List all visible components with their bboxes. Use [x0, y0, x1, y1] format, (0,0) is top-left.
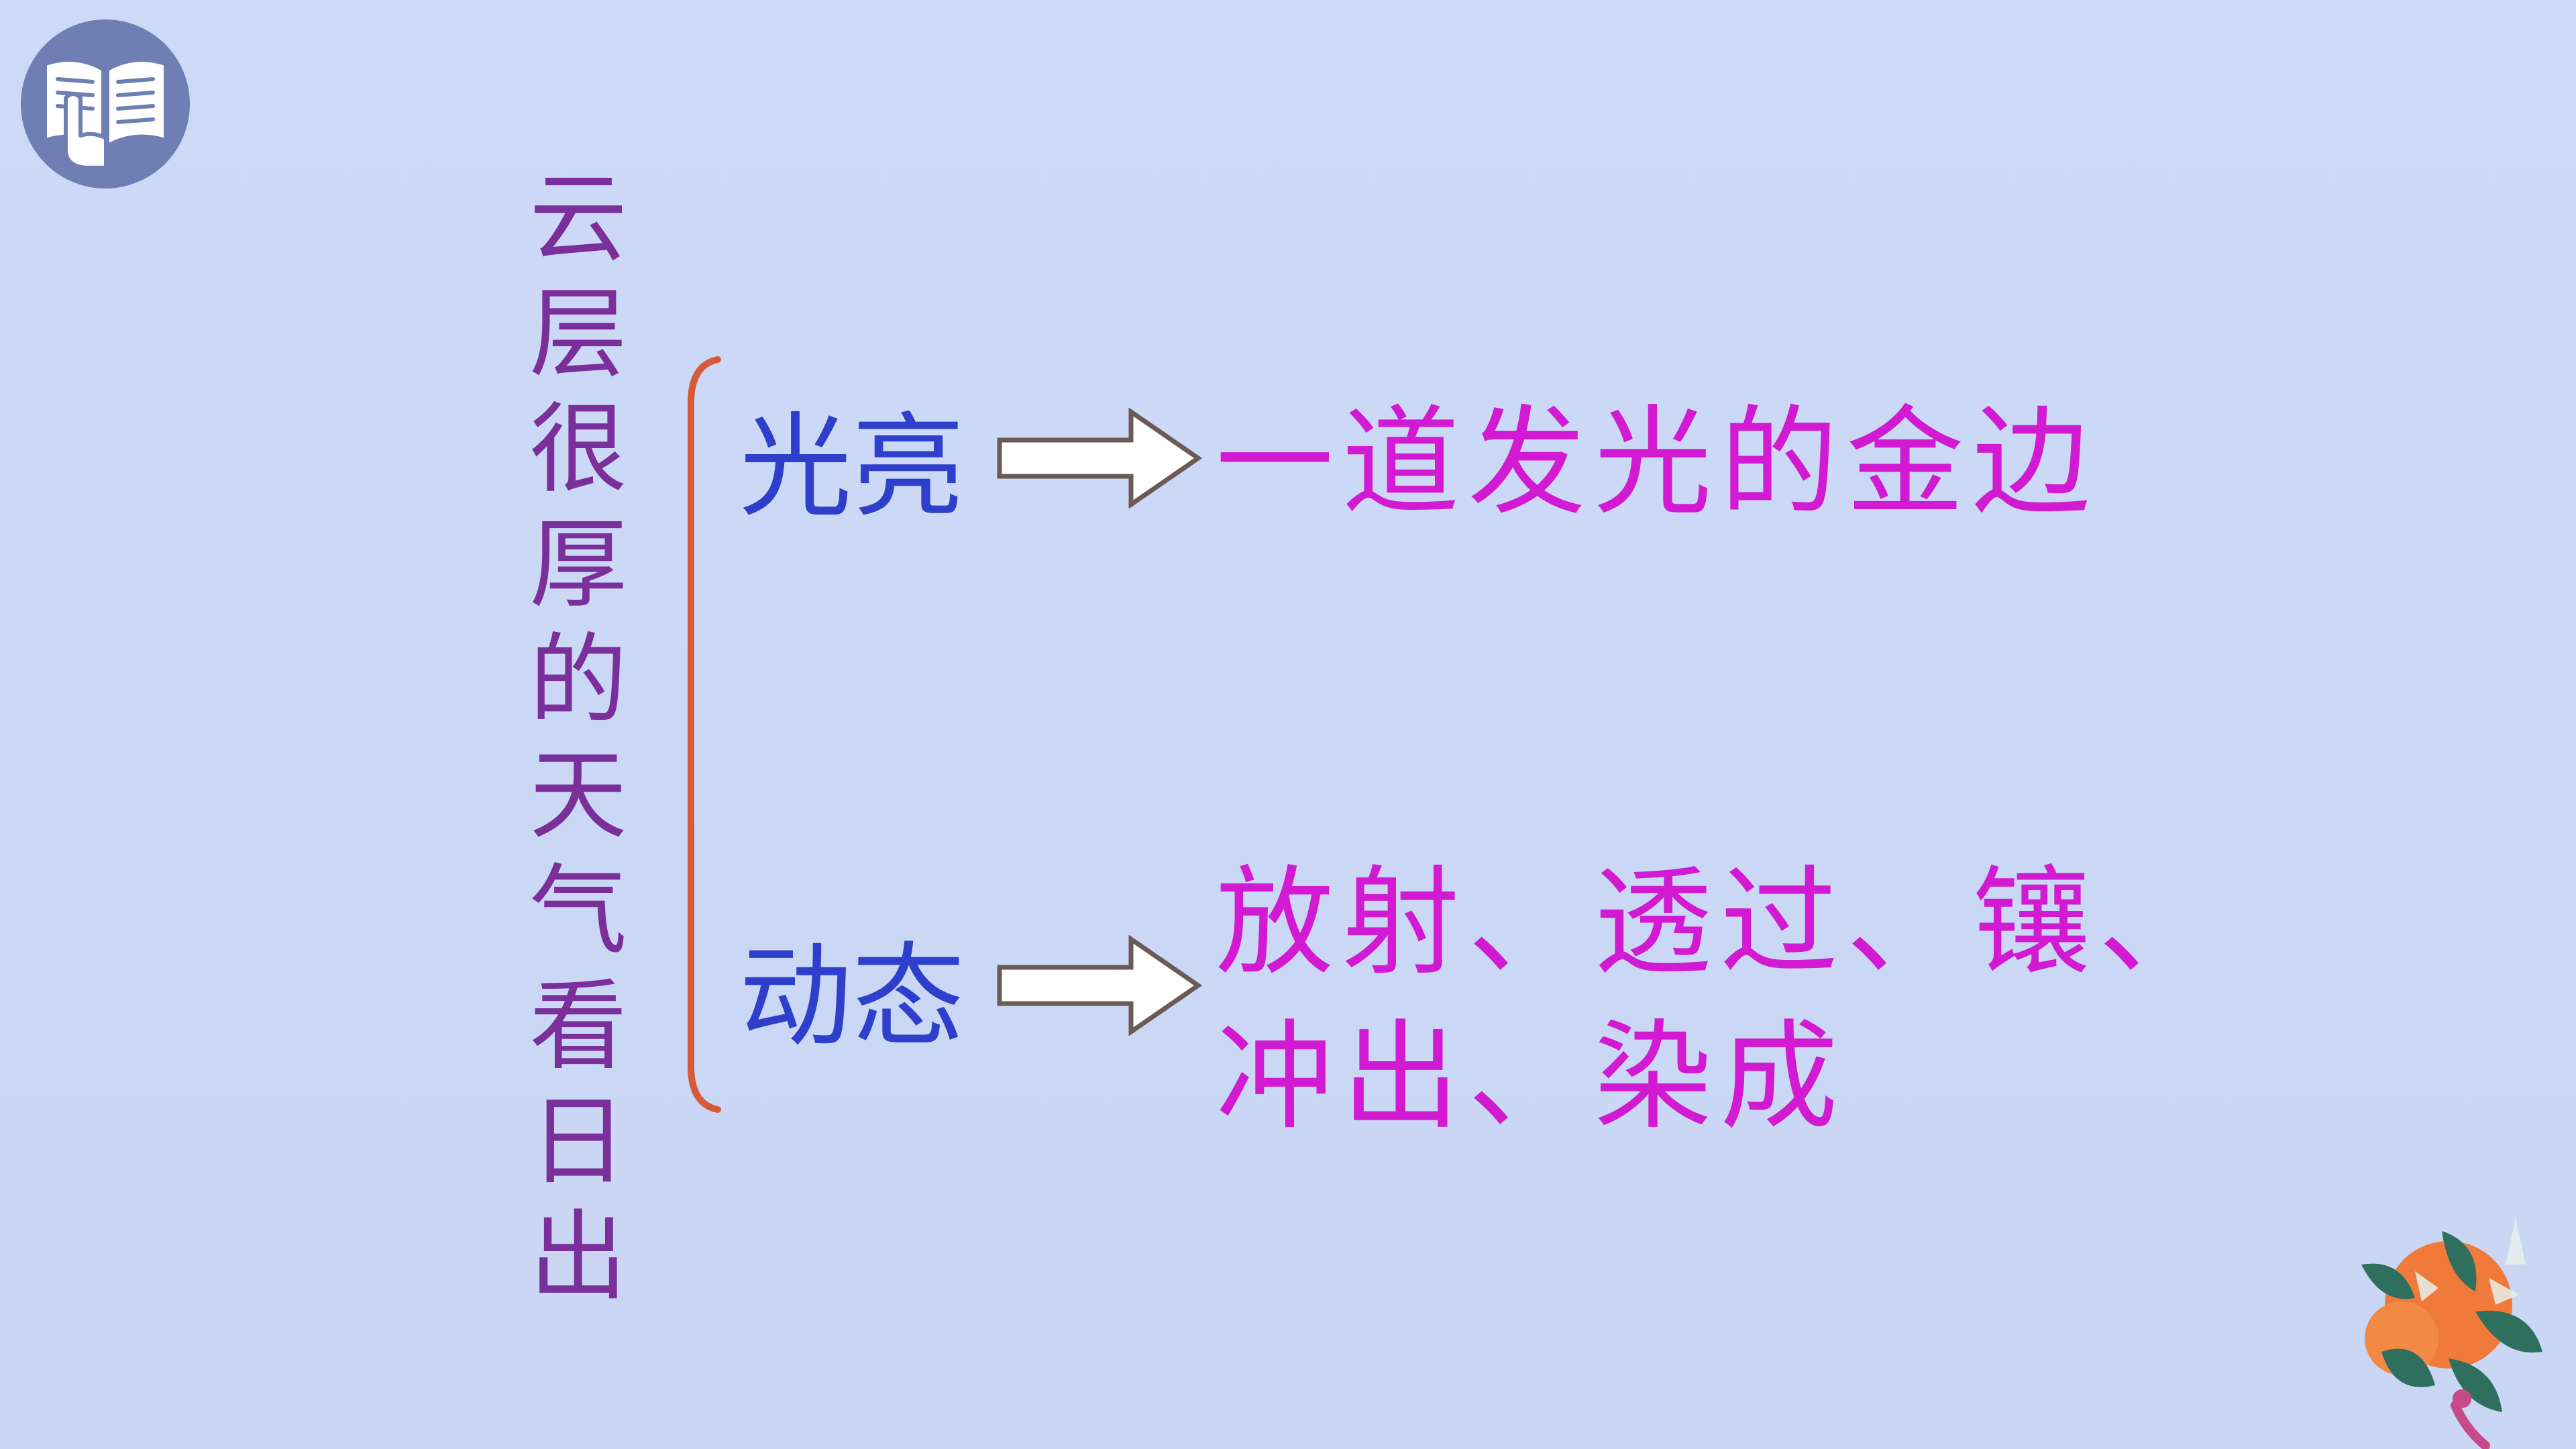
branch-description-bright: 一道发光的金边 [1216, 394, 2099, 531]
title-char: 云 [529, 162, 627, 276]
bracket [688, 356, 721, 1113]
title-char: 日 [529, 1085, 627, 1199]
arrow-right-icon [997, 408, 1203, 508]
branch-label-bright: 光亮 [739, 401, 965, 533]
arrow-right-icon [997, 935, 1203, 1036]
vertical-title: 云 层 很 厚 的 天 气 看 日 出 [518, 161, 639, 1315]
branch-description-motion-line2: 冲出、染成 [1216, 1008, 1847, 1146]
title-char: 气 [529, 854, 627, 968]
branch-label-motion: 动态 [739, 931, 965, 1063]
title-char: 出 [529, 1200, 627, 1314]
title-char: 的 [529, 623, 627, 737]
title-char: 看 [529, 969, 627, 1083]
title-char: 层 [529, 277, 627, 391]
title-char: 很 [529, 392, 627, 506]
open-book-icon [21, 19, 190, 189]
plant-decoration [2361, 1218, 2542, 1449]
title-char: 厚 [529, 508, 627, 622]
title-char: 天 [529, 739, 627, 853]
branch-description-motion-line1: 放射、透过、镶、 [1216, 854, 2225, 991]
